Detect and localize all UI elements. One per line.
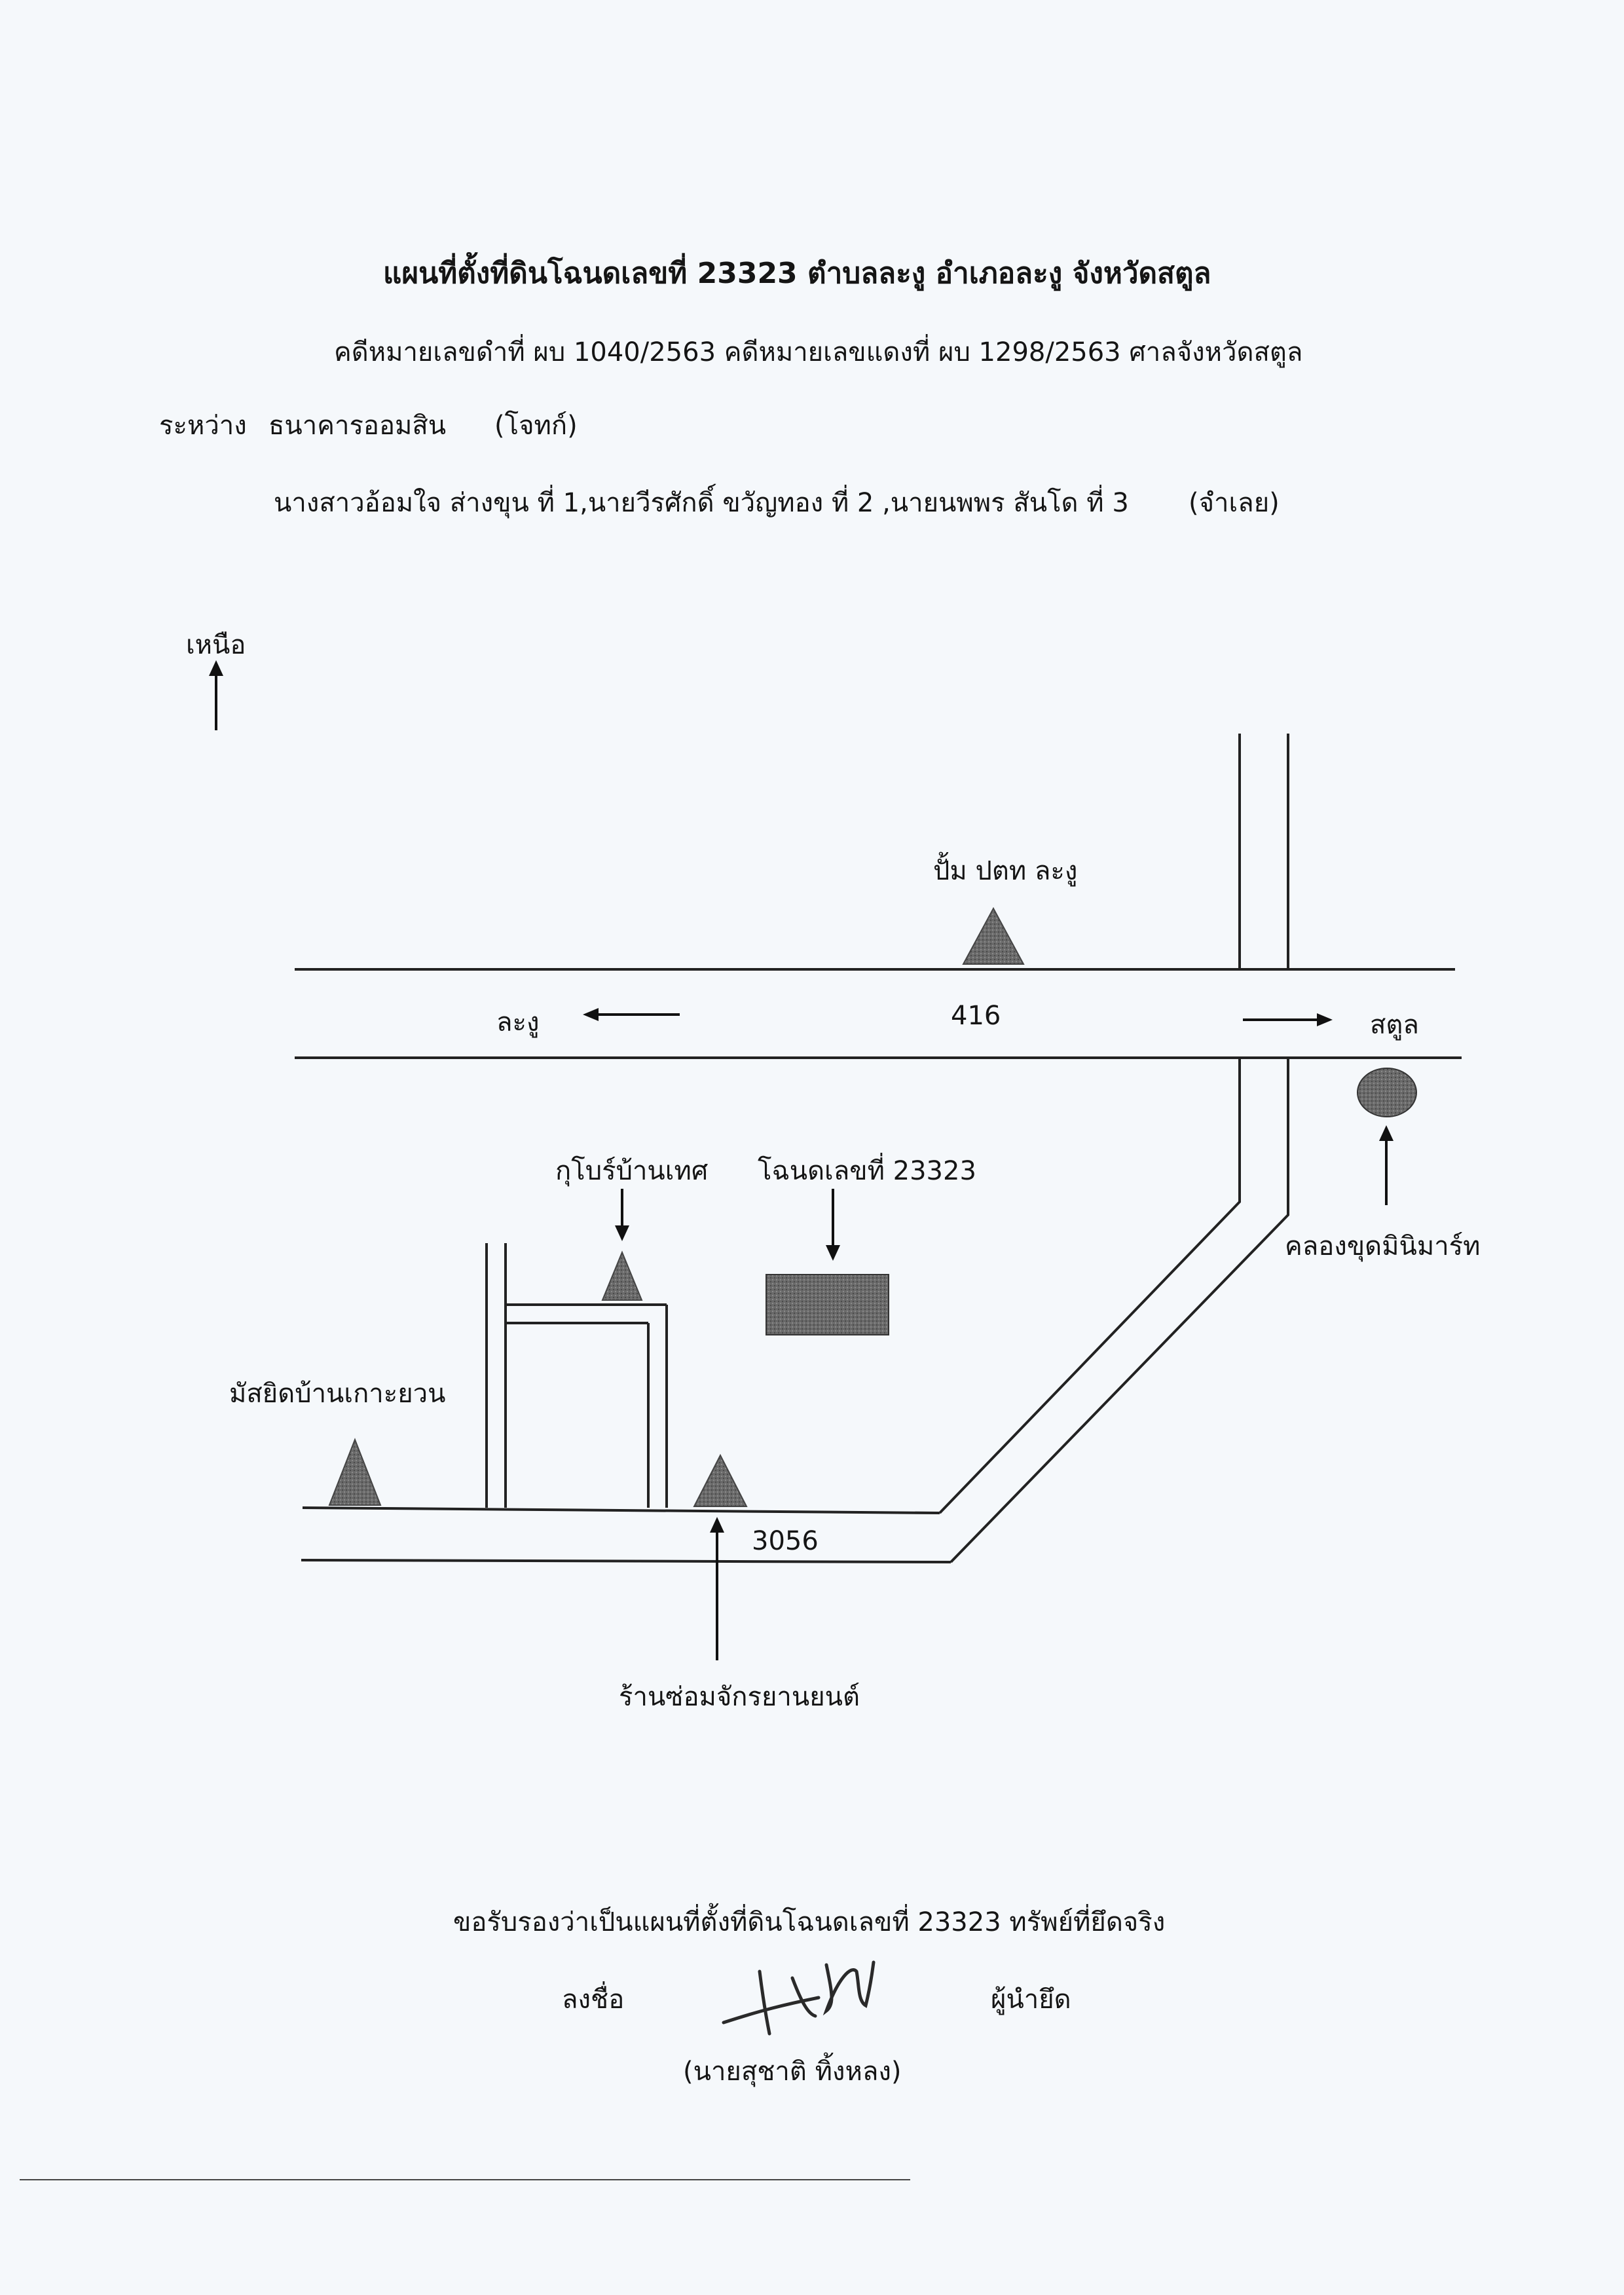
arrow-right-icon <box>1243 1013 1333 1026</box>
repair-shop-label: ร้านซ่อมจักรยานยนต์ <box>619 1682 860 1712</box>
signer-name: (นายสุชาติ ทิ้งหลง) <box>683 2057 902 2087</box>
deed-label: โฉนดเลขที่ 23323 <box>758 1156 976 1186</box>
plaintiff-role: (โจทก์) <box>494 411 578 441</box>
repair-shop-marker-icon <box>693 1453 748 1507</box>
signature-icon <box>722 1960 876 2036</box>
road-416-label: 416 <box>951 1001 1001 1031</box>
canal-marker-icon <box>1357 1068 1417 1117</box>
gas-station-icon <box>962 906 1025 965</box>
mosque-label: มัสยิดบ้านเกาะยวน <box>229 1379 446 1409</box>
north-label: เหนือ <box>186 630 246 660</box>
deed-arrow-icon <box>826 1189 840 1261</box>
repair-shop-arrow-icon <box>710 1517 724 1660</box>
plaintiff-name: ธนาคารออมสิน <box>268 411 447 441</box>
kupor-arrow-icon <box>615 1189 629 1241</box>
north-arrow-icon <box>209 660 223 730</box>
kupor-label: กุโบร์บ้านเทศ <box>555 1156 709 1186</box>
kupor-marker-icon <box>601 1250 643 1301</box>
gas-station-label: ปั้ม ปตท ละงู <box>933 856 1078 886</box>
kupor-lane <box>485 1243 668 1508</box>
road-3056 <box>301 1506 951 1563</box>
side-road-north <box>1238 734 1289 969</box>
between-label: ระหว่าง <box>159 411 247 441</box>
mosque-marker-icon <box>328 1438 382 1506</box>
connector-road <box>938 1058 1289 1563</box>
road-416 <box>295 968 1462 1059</box>
defendant-role: (จำเลย) <box>1189 488 1280 518</box>
sign-label: ลงชื่อ <box>562 1985 625 2015</box>
direction-left-label: ละงู <box>496 1007 540 1037</box>
certification-text: ขอรับรองว่าเป็นแผนที่ตั้งที่ดินโฉนดเลขที… <box>453 1907 1166 1937</box>
signer-role: ผู้นำยึด <box>991 1985 1071 2015</box>
canal-arrow-icon <box>1379 1125 1393 1205</box>
arrow-left-icon <box>583 1008 680 1021</box>
road-3056-label: 3056 <box>752 1526 819 1556</box>
canal-label: คลองขุดมินิมาร์ท <box>1285 1231 1481 1261</box>
deed-land-parcel <box>766 1274 889 1335</box>
document-title: แผนที่ตั้งที่ดินโฉนดเลขที่ 23323 ตำบลละง… <box>383 257 1211 290</box>
case-number-line: คดีหมายเลขดำที่ ผบ 1040/2563 คดีหมายเลขแ… <box>334 337 1303 367</box>
defendants-names: นางสาวอ้อมใจ ส่างขุน ที่ 1,นายวีรศักดิ์ … <box>274 488 1129 518</box>
direction-right-label: สตูล <box>1370 1010 1419 1040</box>
